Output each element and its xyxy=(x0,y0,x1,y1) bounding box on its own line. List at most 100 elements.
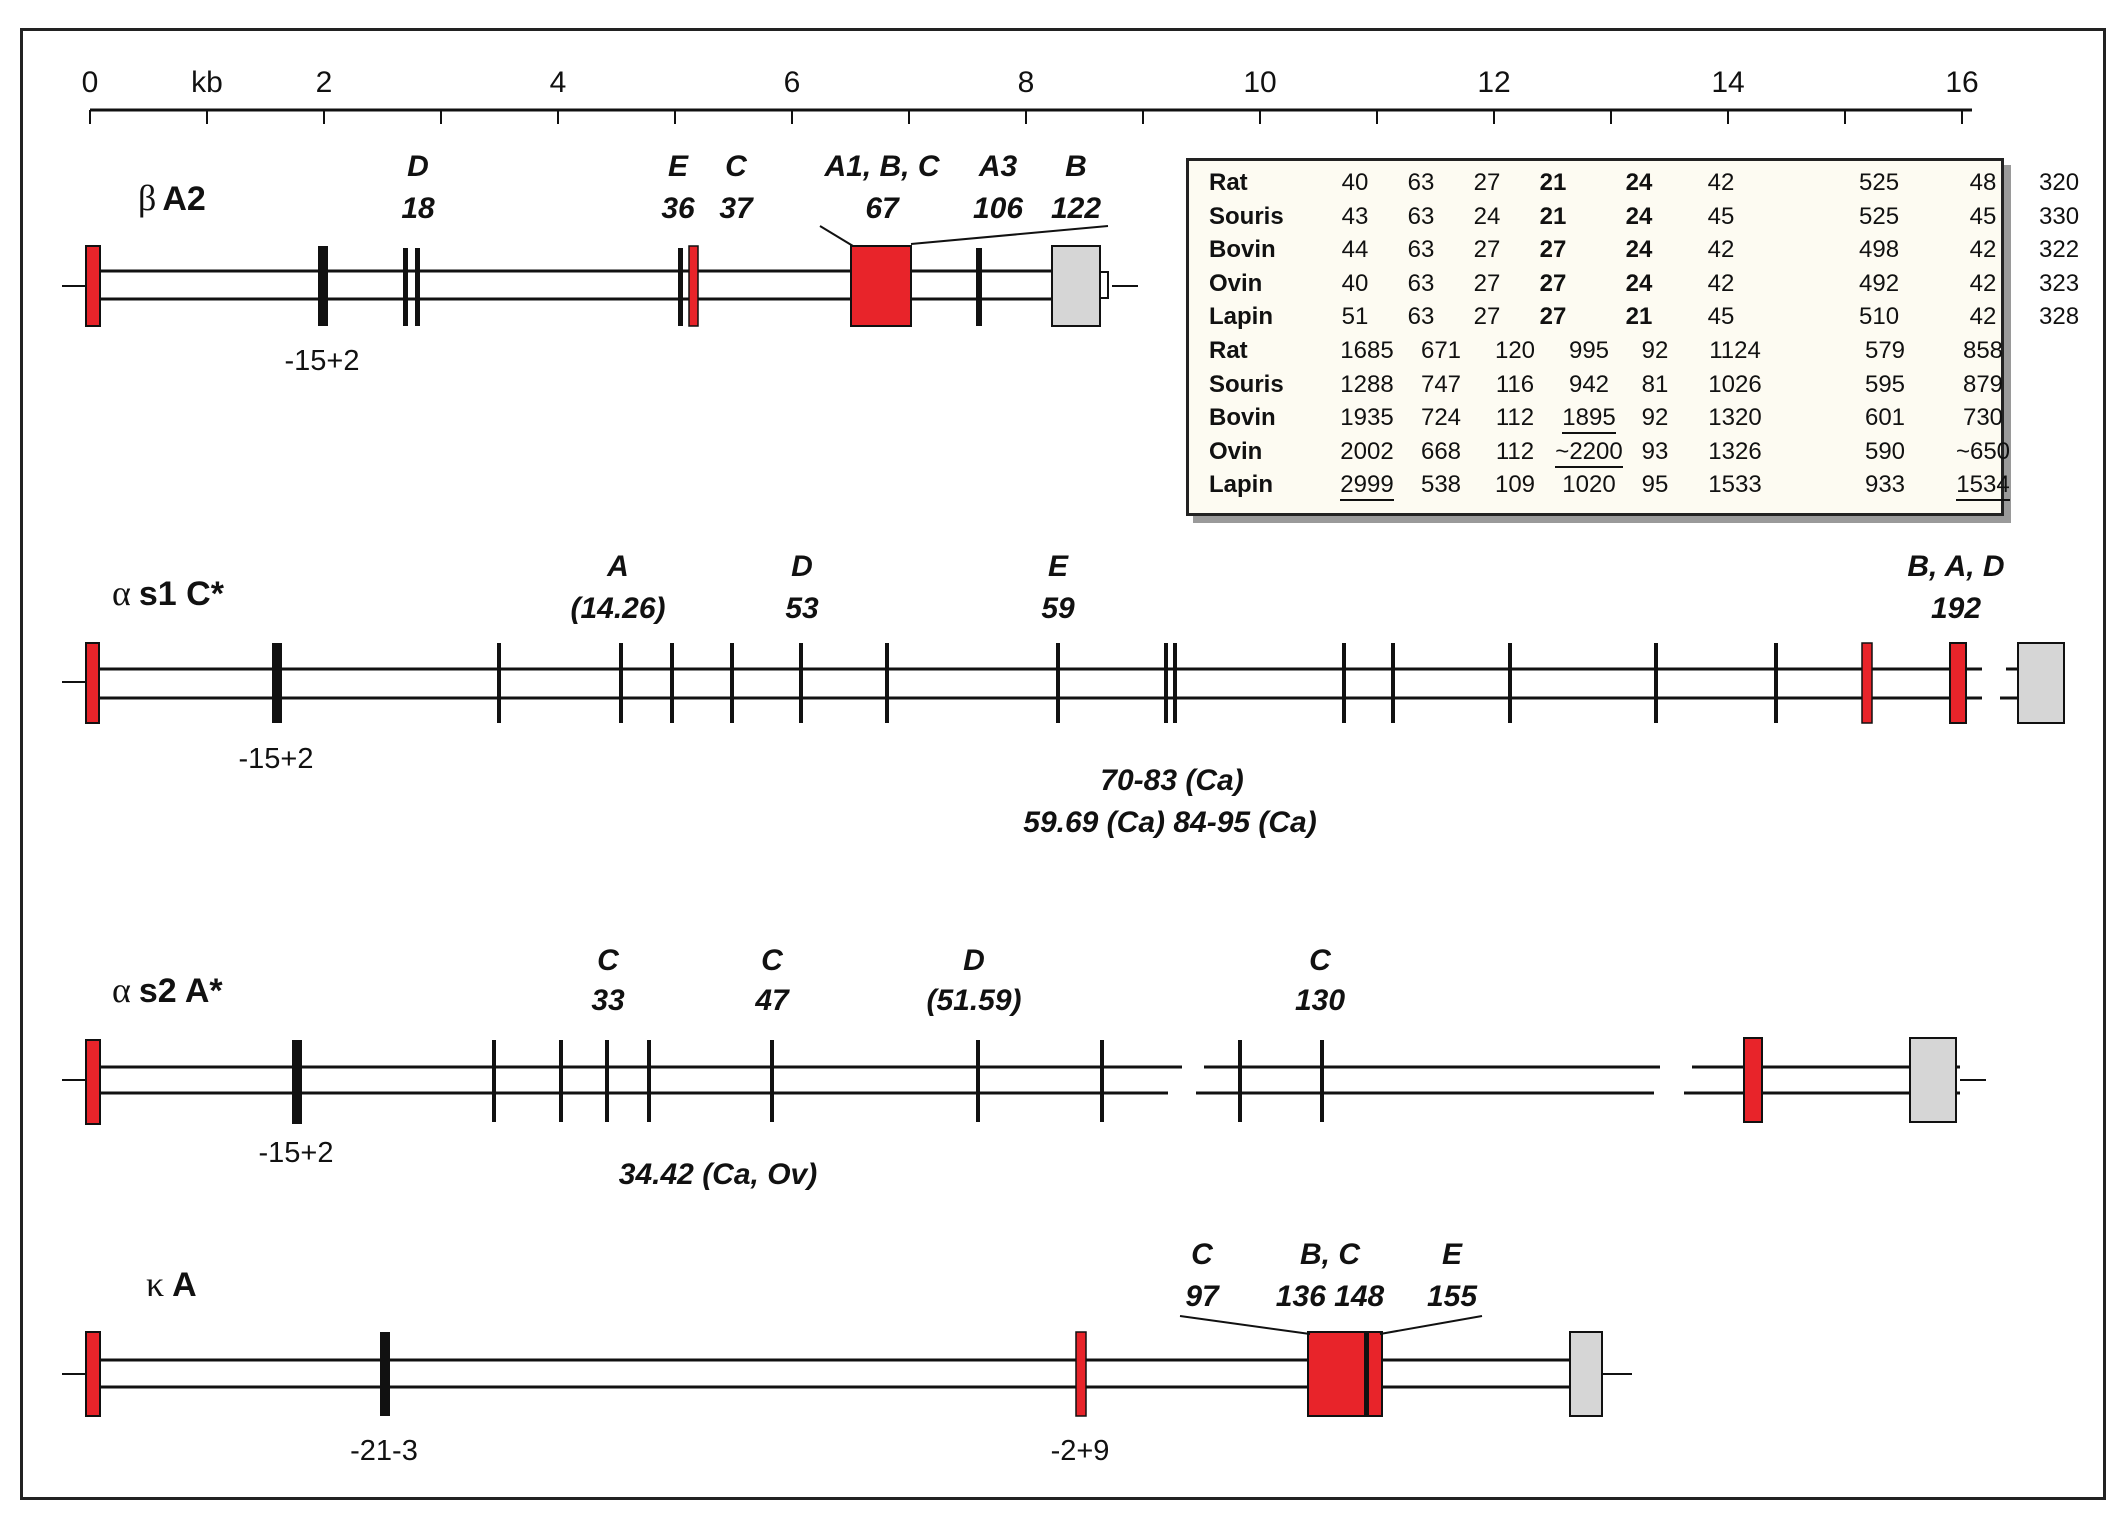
table-cell: 24 xyxy=(1625,269,1653,297)
table-cell: 93 xyxy=(1641,437,1669,465)
callout-line xyxy=(910,225,1109,245)
table-cell: 320 xyxy=(2039,169,2080,196)
variant-position: 97 xyxy=(1185,1280,1220,1313)
table-cell: 92 xyxy=(1641,337,1669,364)
table-species-label: Souris xyxy=(1209,370,1284,398)
table-cell: 328 xyxy=(2039,303,2080,331)
table-cell: 27 xyxy=(1473,303,1501,331)
exon-coding-major xyxy=(1307,1331,1383,1417)
table-cell: 1320 xyxy=(1708,404,1762,432)
table-species-label: Rat xyxy=(1209,169,1248,196)
table-cell: 112 xyxy=(1495,437,1535,465)
exon-signal xyxy=(318,246,328,326)
exon-small xyxy=(1774,643,1778,723)
table-cell: 747 xyxy=(1420,370,1462,398)
exon-small xyxy=(799,643,803,723)
table-cell: 27 xyxy=(1539,303,1567,331)
table-cell: 42 xyxy=(1969,236,1997,264)
exon-small xyxy=(1238,1040,1242,1122)
table-cell: 2002 xyxy=(1340,437,1394,465)
table-cell: 538 xyxy=(1420,471,1462,499)
table-cell: 63 xyxy=(1407,236,1435,264)
table-cell: 44 xyxy=(1341,236,1369,264)
exon-small xyxy=(1654,643,1658,723)
variant-position: 37 xyxy=(719,192,754,225)
table-cell: 42 xyxy=(1707,269,1735,297)
exon-noncoding xyxy=(1051,245,1101,327)
exon-small xyxy=(730,643,734,723)
variant-label: C xyxy=(761,944,784,977)
exon-coding xyxy=(85,642,100,724)
exon-small xyxy=(1164,643,1168,723)
table-cell: 45 xyxy=(1969,202,1997,230)
table-cell: 21 xyxy=(1625,303,1653,331)
table-cell: 1326 xyxy=(1708,437,1762,465)
scale-unit-label: kb xyxy=(191,66,223,99)
exon-small xyxy=(1320,1040,1324,1122)
table-cell: 995 xyxy=(1568,337,1610,364)
exon-noncoding xyxy=(1569,1331,1603,1417)
variant-position: (51.59) xyxy=(926,984,1021,1017)
variant-position: 36 xyxy=(661,192,695,225)
scale-tick-label: 2 xyxy=(316,66,333,99)
variant-position: 192 xyxy=(1931,592,1981,625)
table-cell: 1026 xyxy=(1708,370,1762,398)
table-cell: 27 xyxy=(1473,269,1501,297)
variant-label: E xyxy=(1442,1238,1463,1271)
table-cell: 27 xyxy=(1539,269,1567,297)
table-cell: ~2200 xyxy=(1555,437,1623,468)
exon-signal xyxy=(272,643,282,723)
table-cell: 116 xyxy=(1495,370,1535,398)
exon-small xyxy=(559,1040,563,1122)
exon-small xyxy=(1100,1040,1104,1122)
table-cell: 595 xyxy=(1864,370,1906,398)
variant-label: A1, B, C xyxy=(823,150,940,183)
table-cell: 42 xyxy=(1707,236,1735,264)
exon-small xyxy=(976,248,982,326)
variant-label: C xyxy=(725,150,748,183)
table-cell: 63 xyxy=(1407,269,1435,297)
exon-coding xyxy=(1949,642,1967,724)
signal-peptide-label: -21-3 xyxy=(350,1435,418,1467)
table-cell: 48 xyxy=(1969,169,1997,196)
table-cell: 492 xyxy=(1859,269,1900,297)
callout-line xyxy=(1379,1315,1483,1335)
signal-peptide-label: -2+9 xyxy=(1051,1435,1110,1467)
exon-coding xyxy=(85,1331,101,1417)
table-cell: 27 xyxy=(1473,169,1501,196)
table-cell: 601 xyxy=(1864,404,1906,432)
table-cell: 1534 xyxy=(1949,471,2017,502)
exon-small xyxy=(1056,643,1060,723)
table-cell: 24 xyxy=(1473,202,1501,230)
table-cell: 42 xyxy=(1707,169,1735,196)
table-cell: 27 xyxy=(1539,236,1567,264)
table-cell: 668 xyxy=(1420,437,1462,465)
deletion-note: 70-83 (Ca) xyxy=(1100,764,1243,797)
exon-small xyxy=(415,248,420,326)
table-cell: 120 xyxy=(1494,337,1536,364)
callout-line xyxy=(1179,1315,1311,1335)
variant-label: B, A, D xyxy=(1907,550,2004,583)
table-species-label: Lapin xyxy=(1209,303,1273,331)
scale-tick-label: 4 xyxy=(550,66,567,99)
exon-noncoding xyxy=(2017,642,2065,724)
scale-ticks xyxy=(89,110,1963,124)
variant-position: 130 xyxy=(1295,984,1345,1017)
table-cell: 24 xyxy=(1625,169,1653,196)
exon-small xyxy=(670,643,674,723)
figure-frame xyxy=(20,28,2106,1500)
table-species-label: Rat xyxy=(1209,337,1248,364)
exon-small xyxy=(647,1040,651,1122)
variant-label: C xyxy=(1309,944,1332,977)
table-cell: 1533 xyxy=(1708,471,1762,499)
callout-line xyxy=(819,225,854,247)
table-cell: 1935 xyxy=(1340,404,1394,432)
exon-internal-marker xyxy=(1364,1332,1369,1416)
exon-small xyxy=(492,1040,496,1122)
signal-peptide-label: -15+2 xyxy=(239,743,314,775)
exon-small xyxy=(403,248,408,326)
